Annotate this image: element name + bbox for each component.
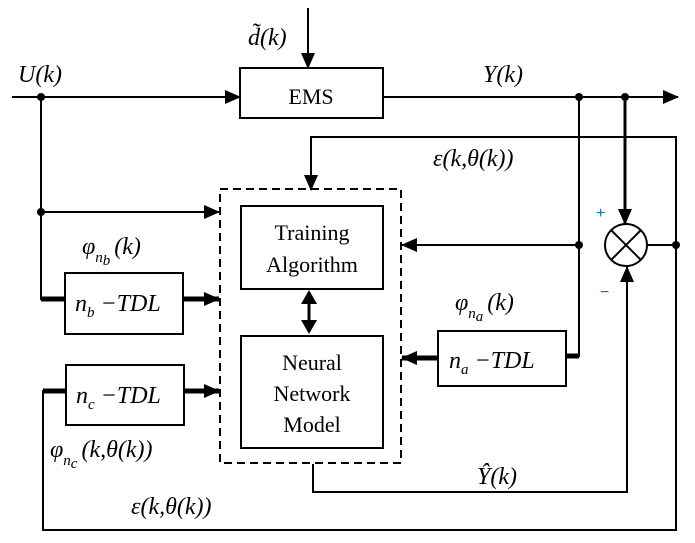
identification-boundary	[219, 188, 402, 464]
ems-block	[239, 67, 384, 119]
junction-dot-error	[672, 241, 680, 249]
input-label: U(k)	[18, 62, 62, 88]
phi-c-label: φnc(k,θ(k))	[50, 437, 153, 472]
plus-sign: +	[596, 205, 605, 222]
tdl-b-label: nb −TDL	[75, 291, 161, 321]
tdl-b-input	[40, 212, 65, 300]
training-algorithm-block	[240, 205, 384, 290]
tdl-c-block	[65, 364, 185, 426]
tdl-a-block	[437, 330, 567, 387]
output-label: Y(k)	[483, 62, 523, 88]
tdl-b-block	[64, 272, 184, 335]
training-label-1: Training	[275, 220, 350, 245]
nn-label-2: Network	[274, 381, 351, 406]
training-label-2: Algorithm	[266, 252, 358, 277]
error-feedback-top	[304, 136, 677, 245]
nn-label-3: Model	[283, 412, 340, 437]
summing-cross-2	[610, 229, 642, 261]
tdl-c-label: nc −TDL	[76, 383, 161, 413]
error-bottom-label: ε(k,θ(k))	[131, 494, 212, 520]
output-to-tdl-a	[566, 245, 580, 357]
disturbance-label: d̃(k)	[248, 23, 287, 51]
error-top-label: ε(k,θ(k))	[433, 146, 514, 172]
nn-label-1: Neural	[282, 350, 342, 375]
minus-sign: −	[600, 284, 609, 301]
neural-network-model-block	[240, 335, 384, 449]
phi-a-label: φna(k)	[455, 290, 514, 325]
estimate-label: Ŷ(k)	[477, 464, 517, 490]
arrowhead-down	[301, 320, 317, 334]
input-branch	[40, 97, 220, 219]
arrowhead-up	[301, 290, 317, 304]
estimate-line	[312, 266, 634, 493]
ems-label: EMS	[288, 84, 333, 109]
phi-b-label: φnb(k)	[82, 234, 141, 269]
tdl-a-label: na −TDL	[449, 348, 535, 378]
